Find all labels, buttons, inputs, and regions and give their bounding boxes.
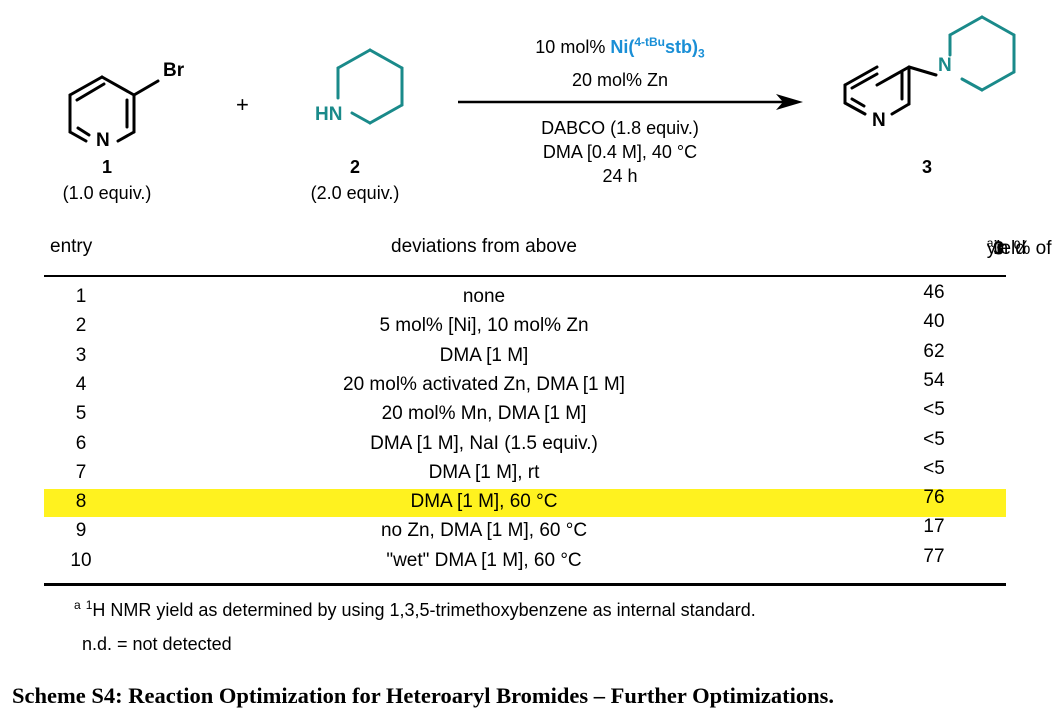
table-cell-entry: 5 [75, 403, 87, 425]
table-cell-entry: 6 [75, 432, 87, 454]
footnote-nd: n.d. = not detected [82, 634, 232, 654]
table-cell-deviation: 20 mol% activated Zn, DMA [1 M] [343, 373, 625, 395]
table-cell-yield: 46 [923, 282, 945, 303]
bromine-label: Br [163, 60, 185, 81]
solvent-condition: DMA [0.4 M], 40 °C [542, 142, 698, 162]
table-cell-deviation: DMA [1 M], NaI (1.5 equiv.) [370, 432, 598, 454]
table-cell-entry: 3 [75, 344, 87, 366]
footnote-a: a 1H NMR yield as determined by using 1,… [74, 598, 756, 620]
scheme-caption: Scheme S4: Reaction Optimization for Het… [12, 683, 834, 708]
reaction-arrow [458, 94, 803, 110]
table-cell-entry: 7 [75, 461, 87, 483]
table-row: 8 DMA [1 M], 60 °C 76 [44, 487, 1006, 518]
table-cell-entry: 9 [75, 520, 87, 542]
product-pyridine-n-label: N [872, 110, 886, 131]
table-cell-yield: 62 [923, 340, 945, 362]
table-cell-entry: 10 [70, 549, 92, 571]
table-row: 2 5 mol% [Ni], 10 mol% Zn 40 [44, 311, 1006, 341]
table-row: 9 no Zn, DMA [1 M], 60 °C 17 [44, 516, 1006, 546]
table-cell-yield: 76 [923, 487, 945, 509]
time-condition: 24 h [602, 166, 638, 186]
plus-sign: + [236, 92, 249, 117]
catalyst-name: Ni( [610, 37, 635, 57]
catalyst-formula: Ni(4-tBustb)3 [610, 35, 704, 61]
header-entry: entry [50, 236, 93, 257]
catalyst-loading: 10 mol% [535, 37, 611, 57]
catalyst-ligand: stb) [665, 37, 699, 57]
table-row: 4 20 mol% activated Zn, DMA [1 M] 54 [44, 369, 1006, 400]
table-cell-yield: 17 [923, 516, 945, 538]
reductant-condition: 20 mol% Zn [571, 70, 669, 90]
table-row: 10 "wet" DMA [1 M], 60 °C 77 [44, 545, 1006, 576]
bromopyridine-structure [68, 75, 160, 143]
compound-1-number: 1 [101, 157, 112, 177]
table-cell-entry: 4 [75, 373, 87, 395]
table-cell-deviation: none [462, 286, 506, 307]
product-amine-n-label: N [938, 55, 952, 76]
table-cell-yield: 77 [923, 545, 945, 567]
table-row: 1 none 46 [44, 282, 1006, 312]
table-cell-deviation: 20 mol% Mn, DMA [1 M] [381, 403, 587, 425]
table-cell-entry: 8 [75, 491, 87, 513]
table-cell-yield: <5 [923, 399, 945, 421]
table-cell-deviation: DMA [1 M] [439, 344, 529, 366]
table-cell-yield: <5 [923, 428, 945, 450]
catalyst-condition: 10 mol% Ni(4-tBustb)3 [470, 35, 770, 61]
table-cell-yield: 54 [923, 369, 945, 391]
table-cell-deviation: DMA [1 M], 60 °C [410, 491, 558, 513]
amine-hn-label: HN [315, 104, 343, 125]
product-structure [843, 15, 1016, 116]
table-cell-entry: 2 [75, 315, 87, 337]
table-divider-bottom [44, 583, 1006, 586]
compound-2-number: 2 [349, 157, 360, 177]
catalyst-superscript: 4-tBu [634, 35, 666, 49]
table-cell-entry: 1 [75, 286, 87, 307]
table-cell-deviation: 5 mol% [Ni], 10 mol% Zn [379, 315, 589, 337]
table-divider-top [44, 275, 1006, 277]
piperidine-structure [336, 48, 404, 125]
compound-3-number: 3 [921, 157, 932, 177]
table-row: 3 DMA [1 M] 62 [44, 340, 1006, 371]
compound-1-equiv: (1.0 equiv.) [62, 183, 152, 203]
table-cell-deviation: "wet" DMA [1 M], 60 °C [386, 549, 582, 571]
base-condition: DABCO (1.8 equiv.) [541, 118, 699, 138]
table-row: 6 DMA [1 M], NaI (1.5 equiv.) <5 [44, 428, 1006, 459]
table-cell-yield: 40 [923, 311, 945, 333]
table-row: 5 20 mol% Mn, DMA [1 M] <5 [44, 399, 1006, 429]
compound-2-equiv: (2.0 equiv.) [310, 183, 400, 203]
table-cell-deviation: no Zn, DMA [1 M], 60 °C [380, 520, 588, 542]
table-row: 7 DMA [1 M], rt <5 [44, 457, 1006, 488]
table-cell-deviation: DMA [1 M], rt [428, 461, 540, 483]
header-deviation: deviations from above [391, 236, 577, 257]
catalyst-subscript: 3 [698, 46, 705, 61]
table-cell-yield: <5 [923, 457, 945, 479]
pyridine-n-label: N [96, 130, 110, 151]
